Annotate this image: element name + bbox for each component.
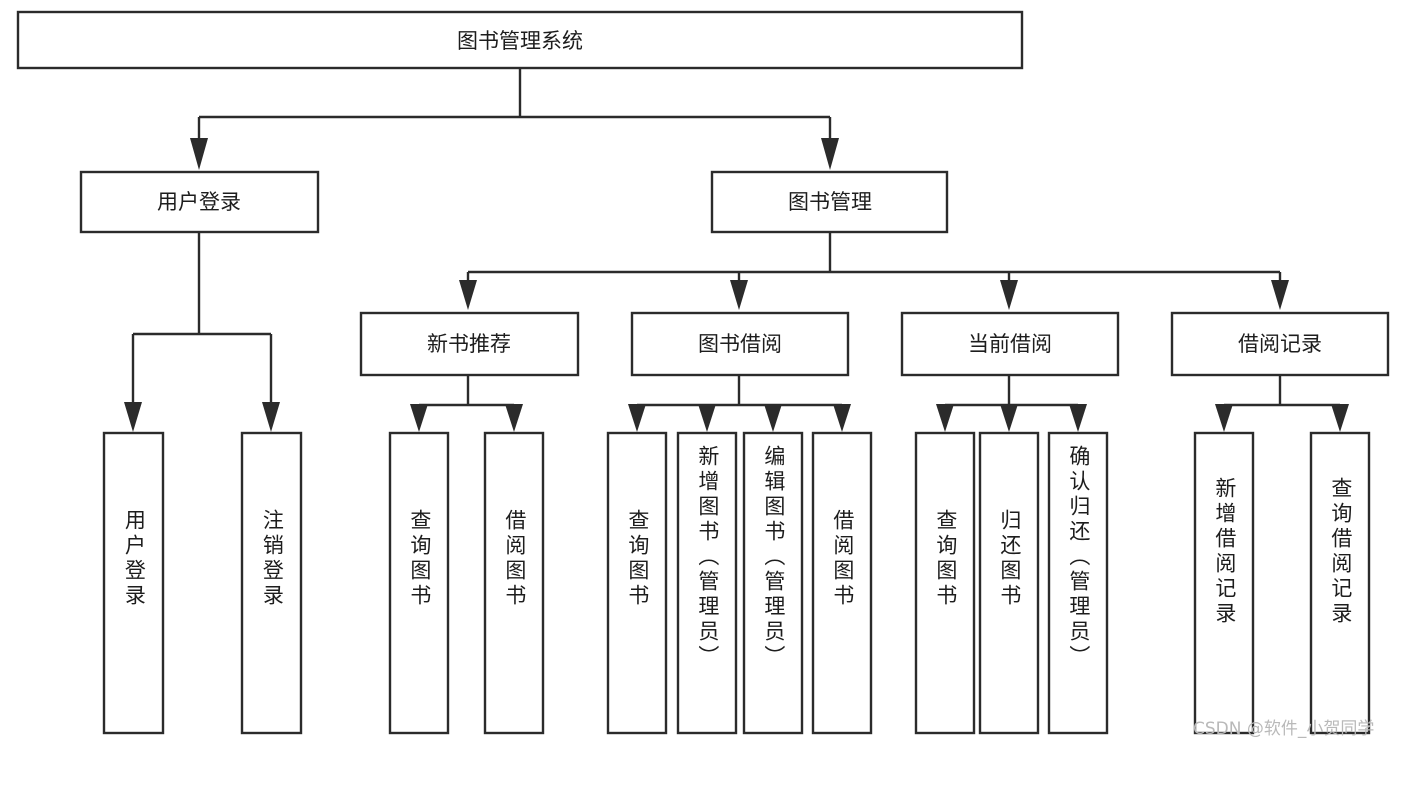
connector-root-to-level2 [190, 68, 839, 170]
diagram-canvas: 图书管理系统 用户登录 图书管理 新书推荐 图书借阅 当前借阅 借阅记录 [16, 10, 1390, 739]
node-borrow-record-label: 借阅记录 [1238, 332, 1322, 356]
arrow-book-manage [821, 138, 839, 170]
node-current-borrow-box[interactable] [900, 311, 1120, 377]
arrow-leaf-add-record [1215, 404, 1233, 432]
leaf-borrow-book-1-box[interactable] [483, 431, 545, 735]
connector-current-borrow-to-leaves [936, 375, 1087, 432]
arrow-leaf-edit-book [764, 404, 782, 432]
arrow-leaf-return-book [1000, 404, 1018, 432]
arrow-user-login [190, 138, 208, 170]
leaf-confirm-return-box[interactable] [1047, 431, 1109, 735]
node-new-book-rec[interactable]: 新书推荐 [359, 311, 580, 377]
leaf-query-book-2-box[interactable] [606, 431, 668, 735]
node-borrow-record-box[interactable] [1170, 311, 1390, 377]
csdn-watermark: CSDN @软件_小贺同学 [1193, 719, 1375, 739]
leaf-add-record-box[interactable] [1193, 431, 1255, 735]
node-book-borrow[interactable]: 图书借阅 [630, 311, 850, 377]
node-root-label: 图书管理系统 [457, 29, 583, 53]
arrow-leaf-borrow-book-1 [505, 404, 523, 432]
connector-new-book-rec-to-leaves [410, 375, 523, 432]
leaf-user-login-box[interactable] [102, 431, 165, 735]
connector-book-borrow-to-leaves [628, 375, 851, 432]
arrow-new-book-rec [459, 280, 477, 310]
node-new-book-rec-label: 新书推荐 [427, 332, 511, 356]
leaf-boxes [102, 431, 1371, 735]
hierarchy-tree-svg: 图书管理系统 用户登录 图书管理 新书推荐 图书借阅 当前借阅 借阅记录 [16, 10, 1390, 735]
arrow-leaf-confirm-return [1069, 404, 1087, 432]
node-current-borrow[interactable]: 当前借阅 [900, 311, 1120, 377]
connector-user-login-to-leaves [124, 232, 280, 432]
node-book-manage[interactable]: 图书管理 [710, 170, 949, 234]
leaf-query-book-3-box[interactable] [914, 431, 976, 735]
arrow-leaf-add-book [698, 404, 716, 432]
arrow-book-borrow [730, 280, 748, 310]
connector-book-manage-to-level3 [459, 232, 1289, 310]
leaf-return-book-box[interactable] [978, 431, 1040, 735]
arrow-current-borrow [1000, 280, 1018, 310]
arrow-leaf-user-login [124, 402, 142, 432]
connector-borrow-record-to-leaves [1215, 375, 1349, 432]
arrow-borrow-record [1271, 280, 1289, 310]
node-book-manage-box[interactable] [710, 170, 949, 234]
node-book-manage-label: 图书管理 [788, 190, 872, 214]
arrow-leaf-borrow-book-2 [833, 404, 851, 432]
leaf-borrow-book-2-box[interactable] [811, 431, 873, 735]
leaf-edit-book-box[interactable] [742, 431, 804, 735]
node-new-book-rec-box[interactable] [359, 311, 580, 377]
node-book-borrow-label: 图书借阅 [698, 332, 782, 356]
arrow-leaf-query-book-2 [628, 404, 646, 432]
arrow-leaf-user-logout [262, 402, 280, 432]
node-root[interactable]: 图书管理系统 [16, 10, 1024, 70]
node-user-login-label: 用户登录 [157, 190, 241, 214]
arrow-leaf-query-book-3 [936, 404, 954, 432]
node-book-borrow-box[interactable] [630, 311, 850, 377]
leaf-add-book-box[interactable] [676, 431, 738, 735]
arrow-leaf-query-book-1 [410, 404, 428, 432]
node-current-borrow-label: 当前借阅 [968, 332, 1052, 356]
node-borrow-record[interactable]: 借阅记录 [1170, 311, 1390, 377]
leaf-query-book-1-box[interactable] [388, 431, 450, 735]
arrow-leaf-query-record [1331, 404, 1349, 432]
leaf-query-record-box[interactable] [1309, 431, 1371, 735]
leaf-user-logout-box[interactable] [240, 431, 303, 735]
node-root-box[interactable] [16, 10, 1024, 70]
node-user-login-box[interactable] [79, 170, 320, 234]
node-user-login[interactable]: 用户登录 [79, 170, 320, 234]
